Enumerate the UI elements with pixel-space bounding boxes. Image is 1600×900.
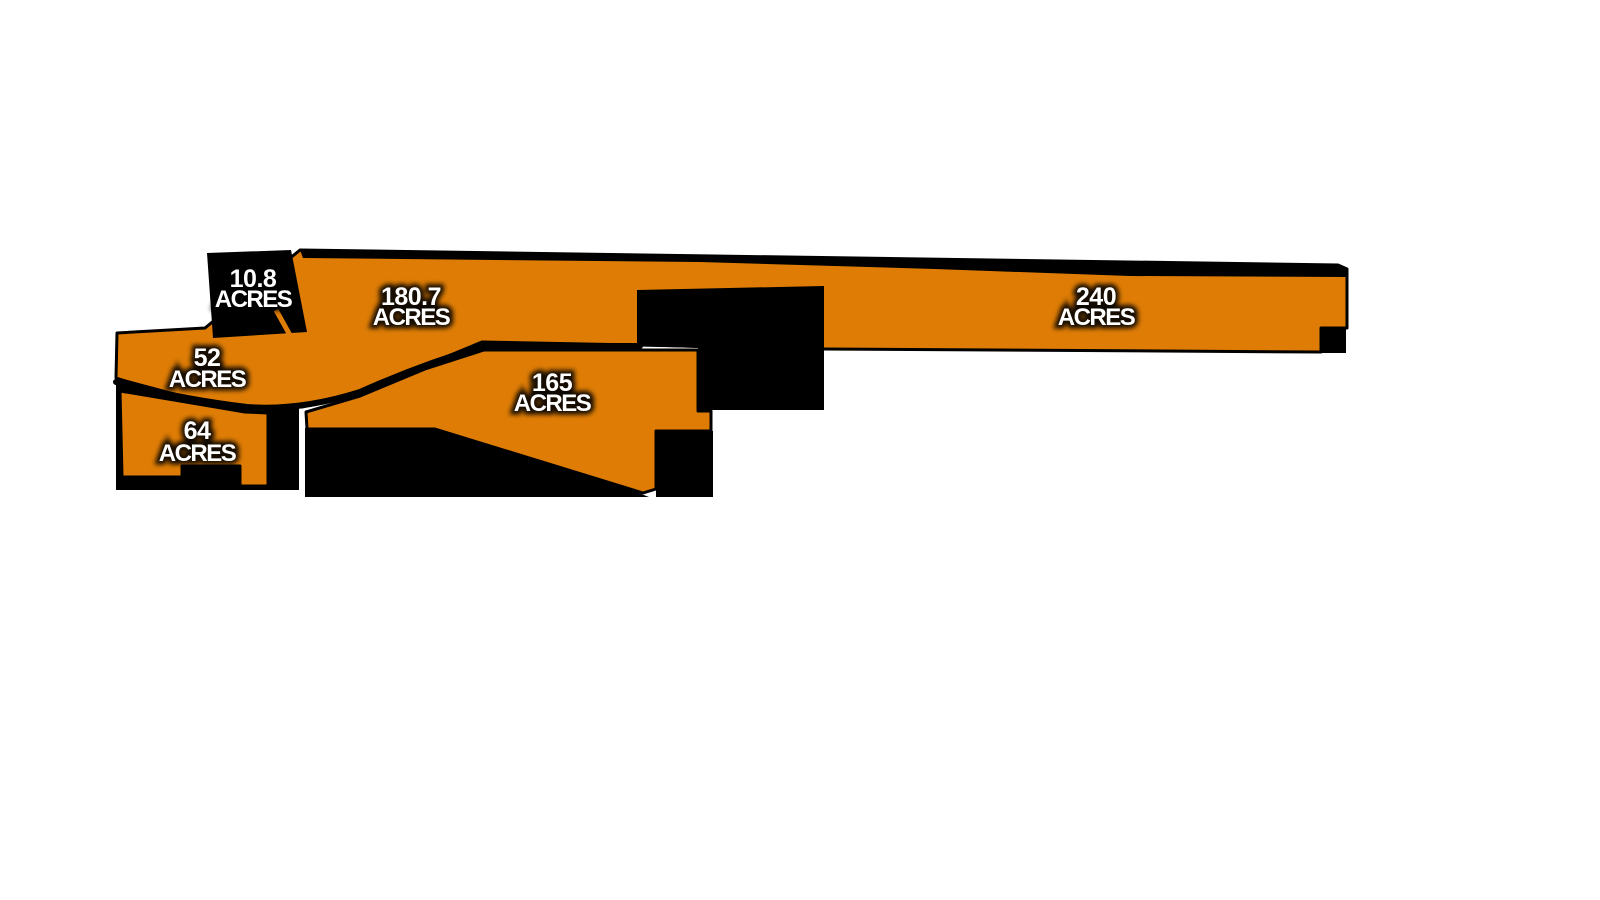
label-value: 165 [532,369,573,397]
black-notch-strip-tip [1320,327,1346,353]
label-unit: ACRES [159,440,237,467]
label-value: 52 [194,344,221,372]
black-under-165 [305,428,649,497]
parcel-165[interactable] [304,348,713,495]
label-value-halo: 180.7 [381,283,441,311]
black-top-edge-wedge [300,250,1347,277]
label-unit-halo: ACRES [159,440,237,467]
label-value-halo: 240 [1076,283,1116,311]
label-unit: ACRES [215,286,293,313]
road-boundary-line [113,343,643,411]
label-unit: ACRES [514,390,592,417]
parcel-label-52: 52 ACRES 52 ACRES [165,341,252,397]
parcel-label-180-7: 180.7 ACRES 180.7 ACRES [369,280,456,335]
label-value-halo: 64 [184,417,211,445]
label-value-halo: 10.8 [230,265,277,293]
leader-line-10-8 [273,308,294,339]
black-gap-center [637,286,824,410]
label-unit-halo: ACRES [169,366,247,393]
label-value: 240 [1076,283,1116,311]
label-unit: ACRES [373,304,451,331]
label-unit-halo: ACRES [373,304,451,331]
label-value: 180.7 [381,283,441,311]
parcel-label-240: 240 ACRES 240 ACRES [1054,280,1141,335]
label-value-halo: 52 [194,344,221,372]
label-value: 64 [184,417,211,445]
black-right-of-165 [656,431,713,497]
parcel-label-10-8: 10.8 ACRES 10.8 ACRES [211,262,298,317]
label-unit-halo: ACRES [1058,304,1136,331]
label-unit-halo: ACRES [514,390,592,417]
label-value: 10.8 [230,265,277,293]
label-unit-halo: ACRES [215,286,293,313]
parcel-label-165: 165 ACRES 165 ACRES [510,366,597,421]
label-value-halo: 165 [532,369,573,397]
label-unit: ACRES [1058,304,1136,331]
label-unit: ACRES [169,366,247,393]
parcel-label-64: 64 ACRES 64 ACRES [155,414,242,471]
parcel-64[interactable] [118,389,270,488]
